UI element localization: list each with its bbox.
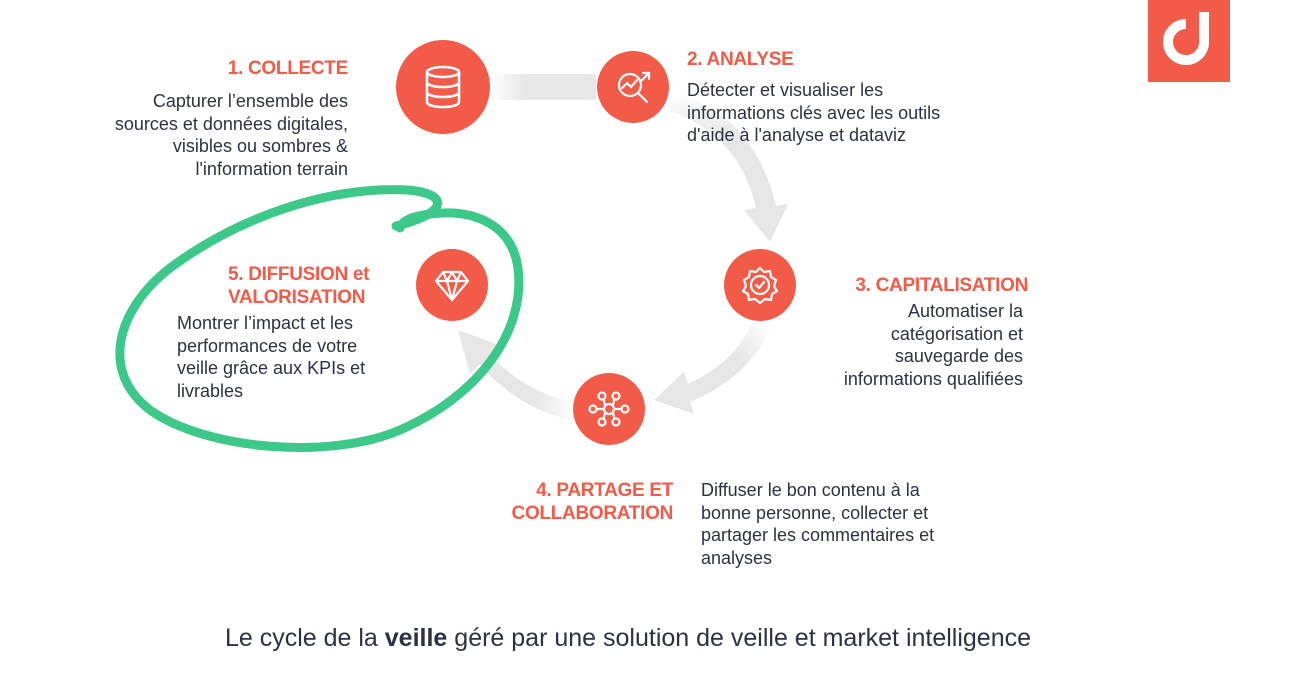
desc-line: Diffuser le bon contenu à la xyxy=(701,480,920,500)
step-partage-desc: Diffuser le bon contenu à la bonne perso… xyxy=(701,479,1001,569)
desc-line: Montrer l’impact et les xyxy=(177,313,354,333)
desc-line: livrables xyxy=(177,380,244,401)
step-analyse-title: 2. ANALYSE xyxy=(687,49,794,70)
network-icon xyxy=(588,391,630,427)
desc-line: Capturer l’ensemble des xyxy=(152,91,348,111)
desc-line: catégorisation et xyxy=(890,323,1023,344)
caption-bold: veille xyxy=(384,624,448,652)
title-line: 4. PARTAGE ET xyxy=(536,480,673,501)
desc-line: d'aide à l'analyse et dataviz xyxy=(687,125,907,146)
desc-line: l'information terrain xyxy=(195,158,349,179)
step-capitalisation-circle xyxy=(724,249,796,321)
step-partage-circle xyxy=(573,373,645,445)
step-capitalisation-title: 3. CAPITALISATION xyxy=(855,275,1028,296)
database-icon xyxy=(425,65,461,109)
desc-line: sources et données digitales, xyxy=(114,113,348,134)
desc-line: performances de votre xyxy=(177,335,358,356)
desc-line: informations qualifiées xyxy=(843,368,1023,389)
arrow-capitalisation-partage xyxy=(654,322,772,414)
step-analyse-desc: Détecter et visualiser les informations … xyxy=(687,79,1007,147)
step-collecte-circle xyxy=(396,40,490,134)
step-capitalisation-desc: Automatiser la catégorisation et sauvega… xyxy=(780,300,1023,390)
title-line: 5. DIFFUSION et xyxy=(228,264,370,285)
magnifier-chart-icon xyxy=(617,71,651,104)
desc-line: partager les commentaires et xyxy=(701,525,935,546)
step-collecte-desc: Capturer l’ensemble des sources et donné… xyxy=(40,90,348,180)
arrow-partage-diffusion xyxy=(458,330,574,420)
caption-text: géré par une solution de veille et marke… xyxy=(447,624,1032,652)
brand-logo[interactable] xyxy=(1148,0,1230,82)
desc-line: informations clés avec les outils xyxy=(687,102,941,123)
step-diffusion-desc: Montrer l’impact et les performances de … xyxy=(177,312,407,402)
title-line: COLLABORATION xyxy=(511,503,674,524)
diagram-caption: Le cycle de la veille géré par une solut… xyxy=(0,624,1256,653)
caption-text: Le cycle de la xyxy=(224,624,385,652)
desc-line: visibles ou sombres & xyxy=(172,136,348,157)
step-diffusion-circle xyxy=(416,249,488,321)
desc-line: Détecter et visualiser les xyxy=(687,80,884,100)
diamond-icon xyxy=(434,270,470,302)
title-line: VALORISATION xyxy=(228,287,366,308)
desc-line: bonne personne, collecter et xyxy=(701,502,929,523)
step-collecte-title: 1. COLLECTE xyxy=(227,58,349,79)
step-partage-title: 4. PARTAGE ET COLLABORATION xyxy=(470,479,674,525)
desc-line: Automatiser la xyxy=(907,301,1023,321)
arrow-collecte-analyse xyxy=(490,74,596,100)
seal-check-icon xyxy=(741,266,779,305)
desc-line: sauvegarde des xyxy=(894,346,1023,367)
desc-line: veille grâce aux KPIs et xyxy=(177,358,366,379)
arrow-analyse-capitalisation xyxy=(668,92,788,242)
step-analyse-circle xyxy=(597,51,669,123)
brand-logo-icon xyxy=(1163,12,1209,65)
step-diffusion-title: 5. DIFFUSION et VALORISATION xyxy=(228,263,369,309)
desc-line: analyses xyxy=(701,547,773,568)
